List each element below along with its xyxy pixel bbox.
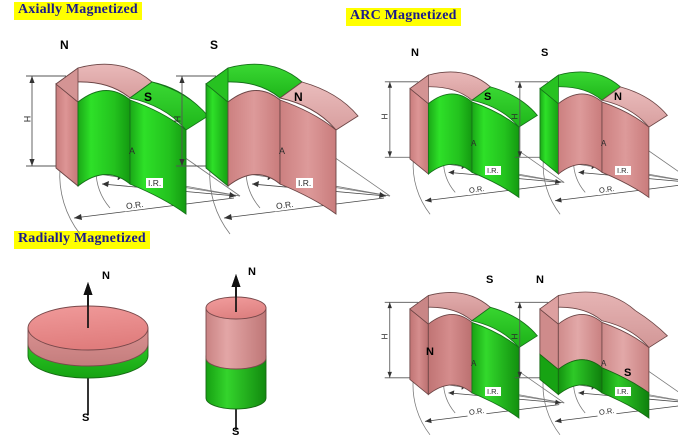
dimension-label-ir-radial-arc-2: I.R. — [615, 387, 631, 396]
cylinder-body-north — [205, 307, 267, 370]
figure-radial-arc-1: S N H A I.R. O.R. — [378, 268, 638, 436]
dimension-label-h-axial-2: H — [172, 115, 183, 123]
cylinder-body-south — [205, 355, 267, 410]
magnet-inner-north-arc-2 — [557, 93, 603, 175]
dimension-or-radial-arc-2 — [554, 405, 678, 424]
dimension-label-ir-arc-2: I.R. — [615, 166, 631, 175]
dimension-or-arc-1 — [425, 183, 560, 203]
magnet-top-south-arc-1 — [470, 86, 538, 128]
magnet-inner-south-arc-1 — [427, 93, 473, 175]
pole-label-face-radial-arc-1: N — [426, 346, 434, 358]
dimension-label-h-arc-2: H — [510, 113, 520, 120]
pole-label-top-radial-arc-2: N — [536, 274, 544, 286]
dimension-or-radial-arc-1 — [424, 404, 560, 424]
dimension-label-ir-axial-1: I.R. — [146, 178, 164, 188]
dimension-or-arc-2 — [555, 185, 678, 203]
figure-radial-disc: N S — [20, 270, 170, 424]
dimension-height-axial-2 — [176, 75, 216, 167]
dimension-label-a-arc-1: A — [471, 139, 477, 148]
magnet-inner-lower-south-radial-arc-2 — [557, 359, 603, 396]
dimension-or-axial-2 — [223, 197, 385, 220]
magnet-top-north-axial-2 — [278, 81, 359, 131]
pole-label-top-axial-1: N — [60, 38, 69, 52]
figure-axial-2: S N H A I.R. O.R. — [168, 38, 478, 235]
pole-label-top-arc-2: S — [541, 47, 549, 59]
magnet-outer-south-axial-1 — [129, 99, 187, 215]
pole-label-north-disc: N — [102, 270, 110, 282]
dimension-label-a-axial-1: A — [129, 146, 136, 156]
pole-label-face-axial-1: S — [144, 90, 153, 104]
magnet-top-north-arc-2 — [600, 86, 668, 128]
magnet-outer-north-axial-2 — [279, 99, 337, 215]
dimension-label-a-axial-2: A — [279, 146, 286, 156]
magnet-inner-south-axial-1 — [77, 90, 131, 187]
dimension-label-h-arc-1: H — [380, 113, 390, 120]
dimension-label-a-radial-arc-1: A — [471, 359, 477, 368]
dimension-or-axial-1 — [73, 197, 235, 220]
pole-label-face-arc-2: N — [614, 91, 622, 103]
pole-label-top-radial-arc-1: S — [486, 274, 494, 286]
magnet-front-north-radial-arc-1 — [427, 314, 473, 396]
pole-label-top-axial-2: S — [210, 38, 219, 52]
pole-label-face-radial-arc-2: S — [624, 367, 632, 379]
magnet-top-north-radial-arc-2 — [539, 291, 669, 349]
dimension-label-ir-arc-1: I.R. — [485, 166, 501, 175]
figure-radial-cylinder: N S — [190, 266, 300, 438]
section-title-radially: Radially Magnetized — [14, 231, 150, 249]
section-title-axially: Axially Magnetized — [14, 2, 142, 20]
pole-label-south-disc: S — [82, 412, 90, 424]
magnet-inner-north-axial-2 — [227, 90, 281, 187]
magnet-outer-north-arc-2 — [601, 101, 650, 199]
figure-arc-1: N S H A I.R. O.R. — [378, 47, 638, 215]
figure-radial-arc-2: N S H A I.R. O.R. — [508, 268, 678, 436]
pole-label-north-cylinder: N — [248, 266, 256, 278]
figure-axial-1: N S H A I.R. O.R. — [18, 38, 328, 235]
dimension-label-a-arc-2: A — [601, 139, 607, 148]
pole-label-south-cylinder: S — [232, 426, 240, 438]
dimension-label-h-radial-arc-2: H — [510, 333, 520, 340]
pole-label-face-arc-1: S — [484, 91, 492, 103]
dimension-label-h-radial-arc-1: H — [380, 333, 390, 340]
dimension-label-ir-radial-arc-1: I.R. — [485, 387, 501, 396]
magnet-top-south-radial-arc-1 — [470, 306, 538, 349]
pole-label-top-arc-1: N — [411, 47, 419, 59]
pole-label-face-axial-2: N — [294, 90, 303, 104]
dimension-label-ir-axial-2: I.R. — [296, 178, 314, 188]
magnet-outer-south-radial-arc-1 — [471, 321, 520, 419]
dimension-label-h-axial-1: H — [22, 115, 33, 123]
magnet-outer-south-arc-1 — [471, 101, 520, 199]
section-title-arc: ARC Magnetized — [346, 8, 461, 26]
figure-arc-2: S N H A I.R. O.R. — [508, 47, 678, 215]
dimension-label-a-radial-arc-2: A — [601, 359, 607, 368]
